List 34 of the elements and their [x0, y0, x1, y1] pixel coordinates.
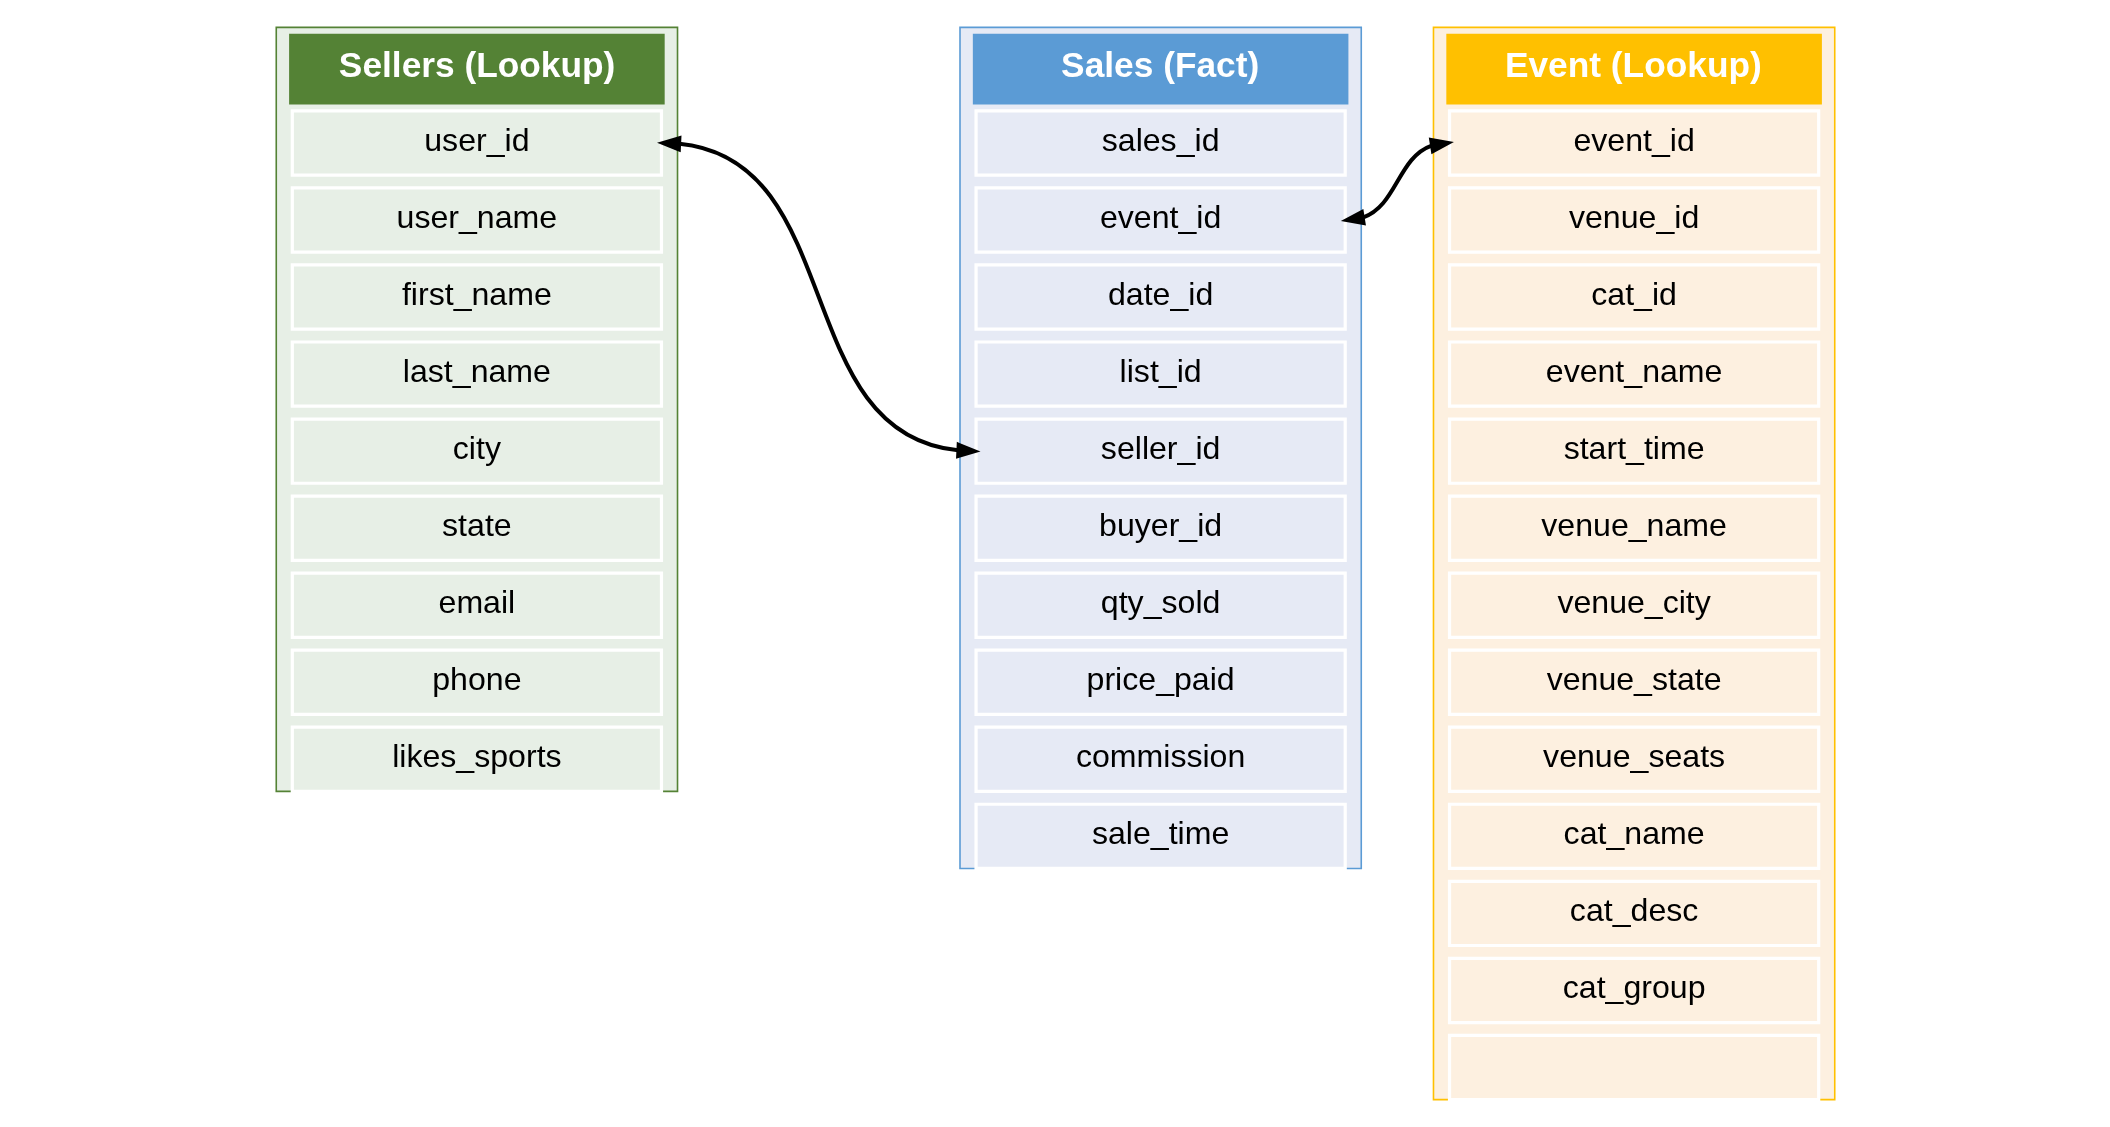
node-box: start_time [1447, 417, 1820, 485]
node-box: date_id [973, 263, 1347, 331]
node-box: venue_state [1447, 648, 1820, 716]
node-box [1447, 1033, 1820, 1102]
node-box: price_paid [973, 648, 1347, 716]
node-box: seller_id [973, 417, 1347, 485]
node-box: qty_sold [973, 571, 1347, 639]
node-box: state [290, 494, 663, 562]
node-box: cat_name [1447, 802, 1820, 871]
node-box: venue_name [1447, 494, 1820, 562]
node-box: email [290, 571, 663, 639]
arrow [656, 135, 980, 459]
node-box: event_name [1447, 340, 1820, 408]
node-box: commission [973, 725, 1347, 793]
node-box: phone [290, 648, 663, 716]
node-box: user_id [290, 109, 663, 177]
node-box: venue_city [1447, 571, 1820, 639]
node-box: sale_time [973, 802, 1347, 871]
node-box: event_id [1447, 109, 1820, 177]
node-box: cat_group [1447, 956, 1820, 1025]
node-box: first_name [290, 263, 663, 331]
node-box: likes_sports [290, 725, 663, 793]
node-box: event_id [973, 186, 1347, 254]
node-box: venue_seats [1447, 725, 1820, 793]
node-box: venue_id [1447, 186, 1820, 254]
node-box: cat_desc [1447, 879, 1820, 948]
node-box: sales_id [973, 109, 1347, 177]
node-box: city [290, 417, 663, 485]
arrow [1340, 137, 1454, 226]
node-box: last_name [290, 340, 663, 408]
node-box: list_id [973, 340, 1347, 408]
node-box: cat_id [1447, 263, 1820, 331]
node-box: user_name [290, 186, 663, 254]
node-box: buyer_id [973, 494, 1347, 562]
